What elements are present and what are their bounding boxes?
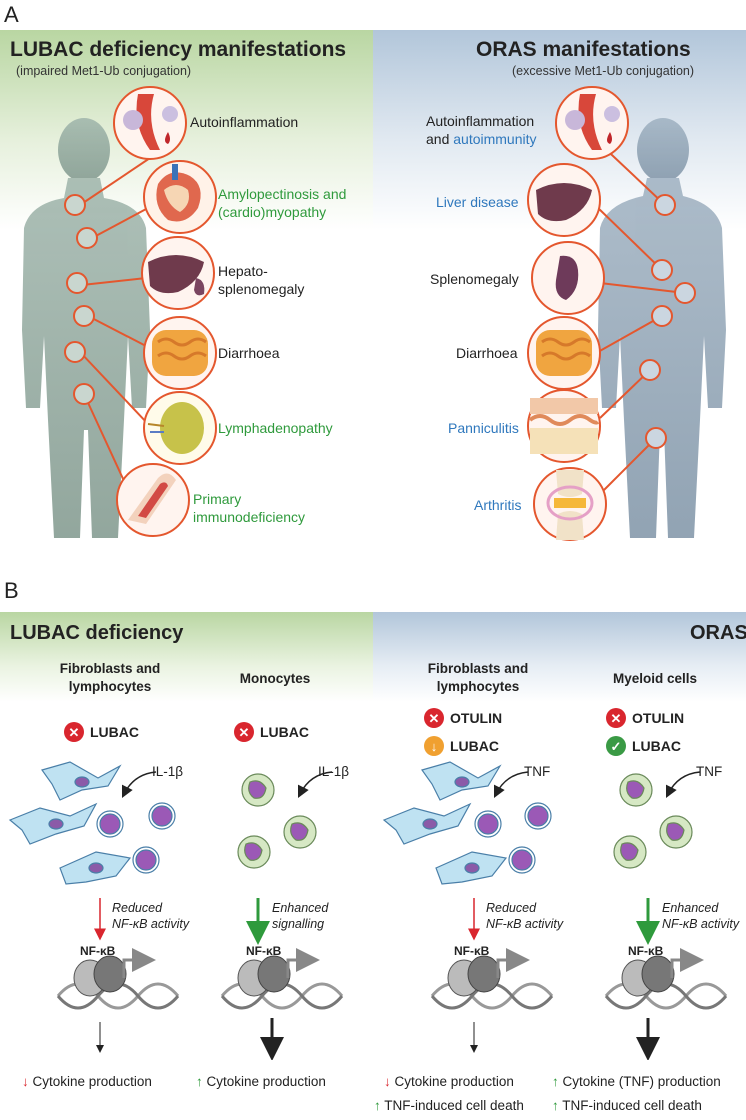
cross-icon: ✕ (64, 722, 84, 742)
status-col1-lubac: ✕ LUBAC (64, 722, 139, 742)
nfkb-dna-col3 (430, 948, 554, 1010)
label-autoinflammation-left: Autoinflammation (190, 114, 299, 130)
arrow-up-icon: ↑ (552, 1098, 559, 1113)
panel-b-right-title: ORAS (690, 622, 746, 644)
effect-col4: Enhanced NF-κB activity (662, 901, 740, 931)
status-col4-lubac: ✓ LUBAC (606, 736, 681, 756)
output-col1-cytokine-text: Cytokine production (32, 1074, 152, 1089)
left-panel-a-title: LUBAC deficiency manifestations (10, 38, 347, 61)
arrow-up-icon: ↑ (374, 1098, 381, 1113)
panel-a-letter: A (4, 2, 19, 27)
medallion-panniculitis-right (527, 389, 601, 463)
status-col3-lubac-text: LUBAC (450, 738, 499, 754)
cells-col3 (382, 761, 552, 885)
medallion-lymph-node-left (143, 391, 217, 465)
output-col4-death-text: TNF-induced cell death (562, 1098, 702, 1113)
stimulus-col4: TNF (696, 764, 723, 779)
medallion-liver-spleen-left (141, 236, 215, 310)
output-col4-cytokine-text: Cytokine (TNF) production (562, 1074, 721, 1089)
label-autoinflammation-right-line1: Autoinflammation (426, 113, 535, 129)
medallion-intestine-right (527, 316, 601, 390)
label-autoimmunity: autoimmunity (453, 131, 537, 147)
medallion-liver-right (527, 163, 601, 237)
label-amylopectinosis: Amylopectinosis and (cardio)myopathy (218, 186, 347, 220)
label-primary-immunodeficiency: Primary immunodeficiency (193, 491, 306, 525)
status-col2-lubac: ✕ LUBAC (234, 722, 309, 742)
medallion-joint-right (533, 467, 607, 541)
panel-b-background (0, 612, 746, 702)
status-col3-otulin: ✕ OTULIN (424, 708, 502, 728)
nfkb-label-col3: NF-κB (454, 944, 490, 958)
label-autoinflammation-right: Autoinflammation and autoimmunity (426, 112, 537, 148)
column-header-1: Fibroblasts and lymphocytes (59, 661, 161, 694)
status-col4-lubac-text: LUBAC (632, 738, 681, 754)
status-col3-otulin-text: OTULIN (450, 710, 503, 726)
output-col1-cytokine: ↓ Cytokine production (22, 1074, 152, 1089)
label-panniculitis: Panniculitis (448, 420, 519, 436)
panel-a-background (0, 30, 746, 541)
check-icon: ✓ (606, 736, 626, 756)
right-panel-a-title: ORAS manifestations (476, 38, 691, 61)
right-panel-a-subtitle: (excessive Met1-Ub conjugation) (512, 64, 695, 78)
panel-b-left-title: LUBAC deficiency (10, 622, 184, 644)
label-hepatosplenomegaly: Hepato- splenomegaly (218, 263, 305, 297)
effect-col1: Reduced NF-κB activity (112, 901, 190, 931)
nfkb-dna-col1 (56, 948, 180, 1010)
cells-col1 (8, 761, 176, 885)
label-autoinflammation-right-and: and (426, 131, 454, 147)
output-col4-cytokine: ↑ Cytokine (TNF) production (552, 1074, 721, 1089)
column-header-2: Monocytes (239, 671, 311, 686)
arrow-up-icon: ↑ (196, 1074, 203, 1089)
label-arthritis: Arthritis (474, 497, 522, 513)
arrow-up-icon: ↑ (552, 1074, 559, 1089)
arrow-down-icon: ↓ (384, 1074, 391, 1089)
effect-col3: Reduced NF-κB activity (486, 901, 564, 931)
output-col3-cytokine: ↓ Cytokine production (384, 1074, 514, 1089)
nfkb-dna-col4 (604, 948, 728, 1010)
column-header-3: Fibroblasts and lymphocytes (427, 661, 529, 694)
stimulus-col1: IL-1β (152, 764, 184, 779)
left-panel-a-subtitle: (impaired Met1-Ub conjugation) (16, 64, 192, 78)
output-col3-death-text: TNF-induced cell death (384, 1098, 524, 1113)
medallion-heart-left (143, 160, 217, 234)
cells-col4 (613, 773, 693, 869)
output-col2-cytokine-text: Cytokine production (206, 1074, 326, 1089)
nfkb-label-col2: NF-κB (246, 944, 282, 958)
panel-b-letter: B (4, 578, 19, 603)
label-splenomegaly: Splenomegaly (430, 271, 519, 287)
status-col1-lubac-text: LUBAC (90, 724, 139, 740)
label-diarrhoea-left: Diarrhoea (218, 345, 280, 361)
stimulus-col3: TNF (524, 764, 551, 779)
down-arrow-icon: ↓ (424, 736, 444, 756)
label-liver-disease: Liver disease (436, 194, 519, 210)
nfkb-dna-col2 (220, 948, 344, 1010)
panel-b-cells-and-nfkb (8, 761, 728, 1060)
cross-icon: ✕ (606, 708, 626, 728)
cross-icon: ✕ (234, 722, 254, 742)
output-col3-death: ↑ TNF-induced cell death (374, 1098, 524, 1113)
output-col4-death: ↑ TNF-induced cell death (552, 1098, 702, 1113)
nfkb-label-col1: NF-κB (80, 944, 116, 958)
medallion-autoinflammation-right (555, 86, 629, 160)
medallion-spleen-right (531, 241, 605, 315)
effect-col2: Enhanced signalling (272, 901, 329, 931)
nfkb-label-col4: NF-κB (628, 944, 664, 958)
medallion-autoinflammation-left (113, 86, 187, 160)
output-col3-cytokine-text: Cytokine production (394, 1074, 514, 1089)
medallion-intestine-left (143, 316, 217, 390)
status-col3-lubac: ↓ LUBAC (424, 736, 499, 756)
cells-col2 (237, 773, 317, 869)
right-body-silhouette (598, 118, 726, 538)
label-lymphadenopathy: Lymphadenopathy (218, 420, 333, 436)
stimulus-col2: IL-1β (318, 764, 350, 779)
arrow-down-icon: ↓ (22, 1074, 29, 1089)
column-header-4: Myeloid cells (612, 671, 698, 686)
label-diarrhoea-right: Diarrhoea (456, 345, 518, 361)
status-col4-otulin: ✕ OTULIN (606, 708, 684, 728)
status-col4-otulin-text: OTULIN (632, 710, 685, 726)
cross-icon: ✕ (424, 708, 444, 728)
output-col2-cytokine: ↑ Cytokine production (196, 1074, 326, 1089)
medallion-bone-marrow-left (116, 463, 190, 537)
status-col2-lubac-text: LUBAC (260, 724, 309, 740)
